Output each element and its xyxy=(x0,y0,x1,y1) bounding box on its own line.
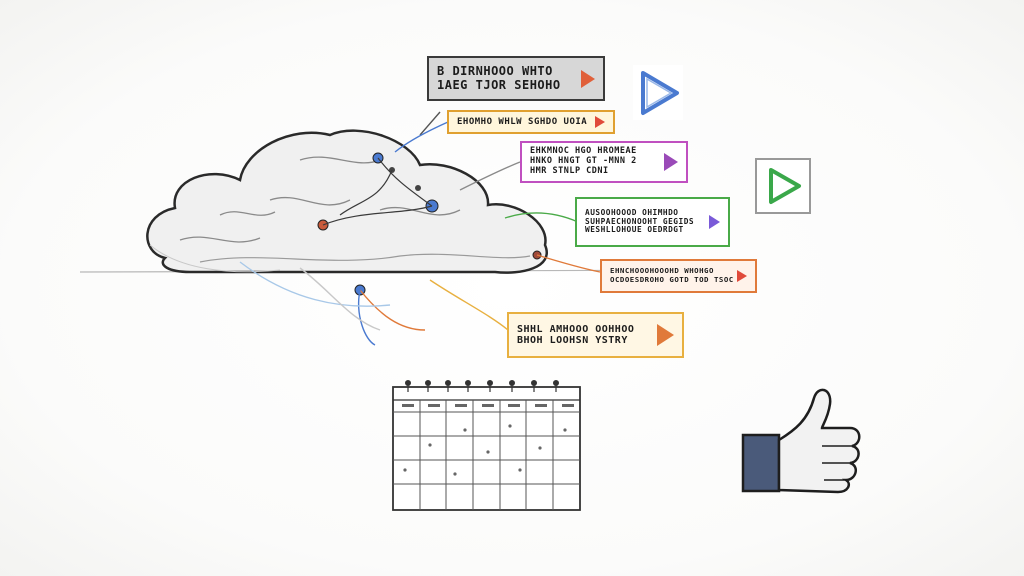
card-4-play-icon[interactable] xyxy=(709,215,720,229)
card-6-play-icon[interactable] xyxy=(657,324,674,346)
play-button-blue[interactable] xyxy=(633,65,683,120)
card-6-text: SHHL AMHOOO OOHHOO BHOH LOOHSN YSTRY xyxy=(509,324,634,347)
card-2-play-icon[interactable] xyxy=(595,116,605,128)
card-3[interactable]: EHKMNOC HGO HROMEAE HNKO HNGT GT -MNN 2 … xyxy=(520,141,688,183)
card-5-line-2: OCDOESDROHO GOTD TOD TSOC xyxy=(610,275,734,284)
card-2-text: EHOMHO WHLW SGHDO UOIA xyxy=(449,117,587,127)
play-green-icon xyxy=(769,168,801,204)
card-5-play-icon[interactable] xyxy=(737,270,747,282)
card-3-play-icon[interactable] xyxy=(664,153,678,171)
card-3-line-1: EHKMNOC HGO HROMEAE xyxy=(530,146,637,157)
card-6-line-2: BHOH LOOHSN YSTRY xyxy=(517,335,628,346)
cloud-icon xyxy=(146,129,548,274)
card-2-line-1: EHOMHO WHLW SGHDO UOIA xyxy=(457,116,588,127)
card-2[interactable]: EHOMHO WHLW SGHDO UOIA xyxy=(447,110,615,134)
card-1-text: B DIRNHOOO WHTO 1AEG TJOR SEHOHO xyxy=(429,63,561,93)
thumbs-up-icon xyxy=(741,388,861,494)
card-4-line-1: AUSOOHOOOD OHIMHDO xyxy=(585,207,679,217)
card-5[interactable]: EHNCHOOOHOOOHD WHOHGO OCDOESDROHO GOTD T… xyxy=(600,259,757,293)
card-6-line-1: SHHL AMHOOO OOHHOO xyxy=(517,323,635,335)
card-6[interactable]: SHHL AMHOOO OOHHOO BHOH LOOHSN YSTRY xyxy=(507,312,684,358)
card-1-line-1: B DIRNHOOO WHTO xyxy=(437,63,553,78)
card-3-line-2: HNKO HNGT GT -MNN 2 xyxy=(530,156,637,167)
card-4[interactable]: AUSOOHOOOD OHIMHDO SUHPAECHONOOHT GEGIDS… xyxy=(575,197,730,247)
card-5-line-1: EHNCHOOOHOOOHD WHOHGO xyxy=(610,266,714,276)
card-1-line-2: 1AEG TJOR SEHOHO xyxy=(437,77,561,92)
card-4-line-3: WESHLLOHOUE OEDRDGT xyxy=(585,225,684,235)
play-blue-icon xyxy=(641,71,679,115)
card-4-text: AUSOOHOOOD OHIMHDO SUHPAECHONOOHT GEGIDS… xyxy=(577,207,695,236)
card-3-text: EHKMNOC HGO HROMEAE HNKO HNGT GT -MNN 2 … xyxy=(522,147,637,176)
card-4-line-2: SUHPAECHONOOHT GEGIDS xyxy=(585,216,695,226)
card-1-play-icon[interactable] xyxy=(581,69,595,88)
card-3-line-3: HMR STNLP CDNI xyxy=(530,165,609,176)
calendar-icon xyxy=(392,380,581,511)
network-nodes xyxy=(317,152,542,296)
card-5-text: EHNCHOOOHOOOHD WHOHGO OCDOESDROHO GOTD T… xyxy=(602,267,734,284)
play-button-green[interactable] xyxy=(755,158,811,214)
node-small-2 xyxy=(415,185,421,191)
connector-lines xyxy=(239,111,601,346)
card-1[interactable]: B DIRNHOOO WHTO 1AEG TJOR SEHOHO xyxy=(427,56,605,101)
